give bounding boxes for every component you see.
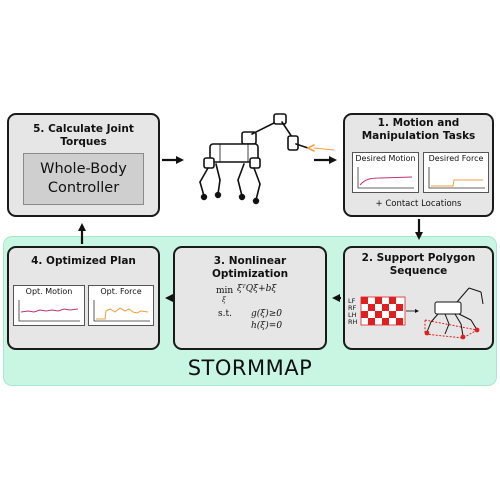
box-motion-manipulation-tasks: 1. Motion and Manipulation Tasks Desired… — [343, 113, 494, 217]
box-nonlinear-optimization: 3. Nonlinear Optimization min ξ ξᵀQξ+bξ … — [173, 246, 327, 350]
objective-function: ξᵀQξ+bξ — [237, 284, 277, 294]
desired-motion-label: Desired Motion — [355, 154, 416, 163]
leg-label: RF — [348, 304, 357, 312]
box5-title: 5. Calculate Joint Torques — [33, 123, 134, 148]
opt-motion-plot: Opt. Motion — [13, 285, 85, 326]
leg-labels: LF RF LH RH — [348, 298, 357, 326]
desired-force-curve — [428, 167, 485, 189]
min-text: min — [216, 286, 234, 296]
st-text: s.t. — [218, 309, 232, 319]
opt-motion-curve — [18, 300, 80, 322]
box4-title: 4. Optimized Plan — [31, 255, 136, 267]
small-robot-icon — [424, 287, 484, 340]
contact-locations-text: + Contact Locations — [375, 199, 462, 209]
inequality-constraint: g(ξ)≥0 — [251, 309, 283, 319]
leg-label: LF — [348, 297, 356, 305]
box-support-polygon-sequence: 2. Support Polygon Sequence LF RF LH RH — [343, 246, 494, 350]
quadruped-robot-with-arm — [199, 113, 335, 205]
contact-schedule-and-robot — [360, 287, 484, 340]
desired-motion-curve — [357, 167, 414, 189]
st-label: s.t. — [218, 309, 232, 319]
min-subscript: ξ — [222, 296, 226, 304]
whole-body-controller-block: Whole-Body Controller — [23, 153, 144, 205]
box-calculate-joint-torques: 5. Calculate Joint Torques Whole-Body Co… — [7, 113, 160, 217]
desired-motion-plot: Desired Motion — [352, 152, 419, 193]
opt-motion-label: Opt. Motion — [25, 287, 73, 296]
box3-title: 3. Nonlinear Optimization — [211, 255, 289, 280]
opt-force-curve — [93, 300, 150, 322]
leg-label: RH — [348, 318, 358, 326]
box-optimized-plan: 4. Optimized Plan Opt. Motion Opt. Force — [7, 246, 160, 350]
wbc-line2: Controller — [47, 180, 120, 196]
box1-title-line2: Manipulation Tasks — [361, 130, 476, 142]
wbc-line1: Whole-Body — [40, 161, 127, 177]
box1-title-line1: 1. Motion and — [377, 117, 460, 129]
opt-force-label: Opt. Force — [100, 287, 142, 296]
stormmap-label: STORMMAP — [187, 356, 313, 380]
equality-constraint: h(ξ)=0 — [251, 321, 283, 331]
desired-force-label: Desired Force — [428, 154, 484, 163]
leg-label: LH — [348, 311, 357, 319]
box2-title-line2: Sequence — [389, 265, 448, 277]
desired-force-plot: Desired Force — [423, 152, 489, 193]
contact-schedule-grid — [360, 296, 406, 326]
opt-force-plot: Opt. Force — [88, 285, 154, 326]
min-label: min — [216, 286, 233, 296]
box2-title-line1: 2. Support Polygon — [361, 252, 476, 264]
